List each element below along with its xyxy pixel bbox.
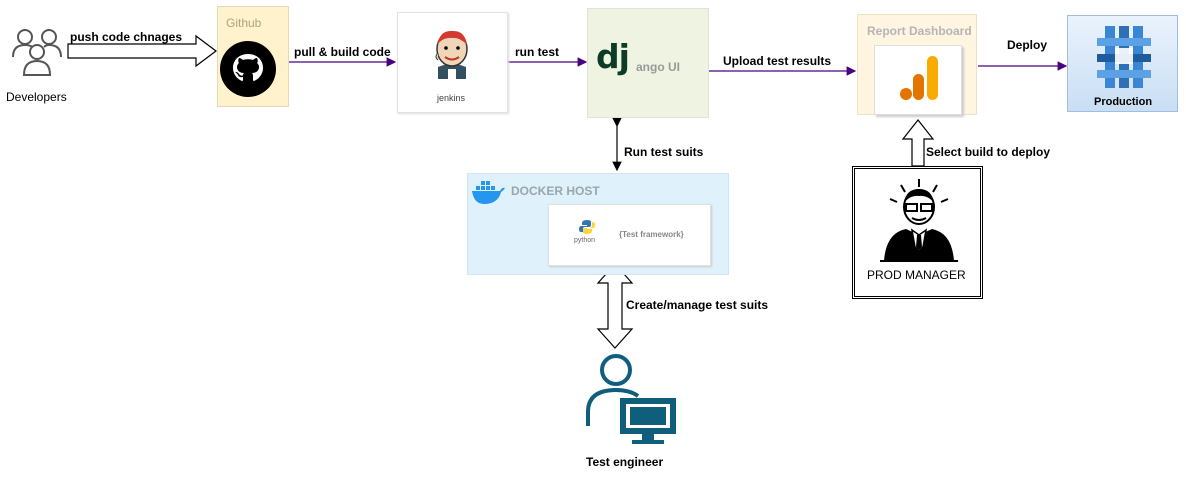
python-label: python bbox=[574, 237, 596, 244]
docker-host-title: DOCKER HOST bbox=[511, 184, 600, 198]
prod-manager-label: PROD MANAGER bbox=[867, 268, 966, 282]
create-manage-label: Create/manage test suits bbox=[626, 298, 769, 312]
select-build-label: Select build to deploy bbox=[926, 145, 1051, 159]
push-edge-label: push code chnages bbox=[70, 30, 183, 44]
run-suits-label: Run test suits bbox=[624, 145, 704, 159]
analytics-icon bbox=[874, 45, 962, 115]
test-framework-label: {Test framework} bbox=[619, 230, 684, 239]
github-icon bbox=[220, 41, 276, 97]
deploy-label: Deploy bbox=[1007, 38, 1048, 52]
manager-icon bbox=[876, 177, 962, 263]
test-framework-card[interactable]: python {Test framework} bbox=[548, 204, 711, 266]
django-logo-icon: dj bbox=[596, 37, 630, 76]
report-dashboard-node[interactable]: Report Dashboard bbox=[857, 14, 977, 115]
python-icon bbox=[579, 219, 595, 235]
push-arrow bbox=[67, 34, 217, 68]
prod-manager-node[interactable]: PROD MANAGER bbox=[852, 166, 983, 299]
run-test-label: run test bbox=[515, 45, 560, 59]
django-label: ango UI bbox=[636, 60, 680, 74]
docker-icon bbox=[471, 179, 505, 205]
select-build-arrow bbox=[901, 119, 935, 167]
github-title: Github bbox=[226, 16, 262, 30]
pull-build-label: pull & build code bbox=[294, 45, 391, 59]
test-engineer-label: Test engineer bbox=[586, 455, 664, 469]
developers-label: Developers bbox=[6, 90, 67, 104]
production-icon bbox=[1095, 22, 1153, 92]
jenkins-label: jenkins bbox=[437, 93, 466, 103]
developers-icon bbox=[10, 25, 66, 77]
report-title: Report Dashboard bbox=[867, 24, 972, 38]
github-node[interactable]: Github bbox=[217, 6, 289, 107]
production-node[interactable]: Production bbox=[1067, 15, 1178, 112]
test-engineer-icon bbox=[586, 352, 680, 444]
upload-label: Upload test results bbox=[723, 54, 832, 68]
jenkins-logo-icon bbox=[430, 27, 474, 83]
django-node[interactable]: dj ango UI bbox=[587, 8, 709, 118]
docker-host-container[interactable]: DOCKER HOST python {Test framework} bbox=[467, 173, 729, 275]
production-label: Production bbox=[1094, 96, 1153, 108]
jenkins-node[interactable]: jenkins bbox=[397, 12, 508, 113]
